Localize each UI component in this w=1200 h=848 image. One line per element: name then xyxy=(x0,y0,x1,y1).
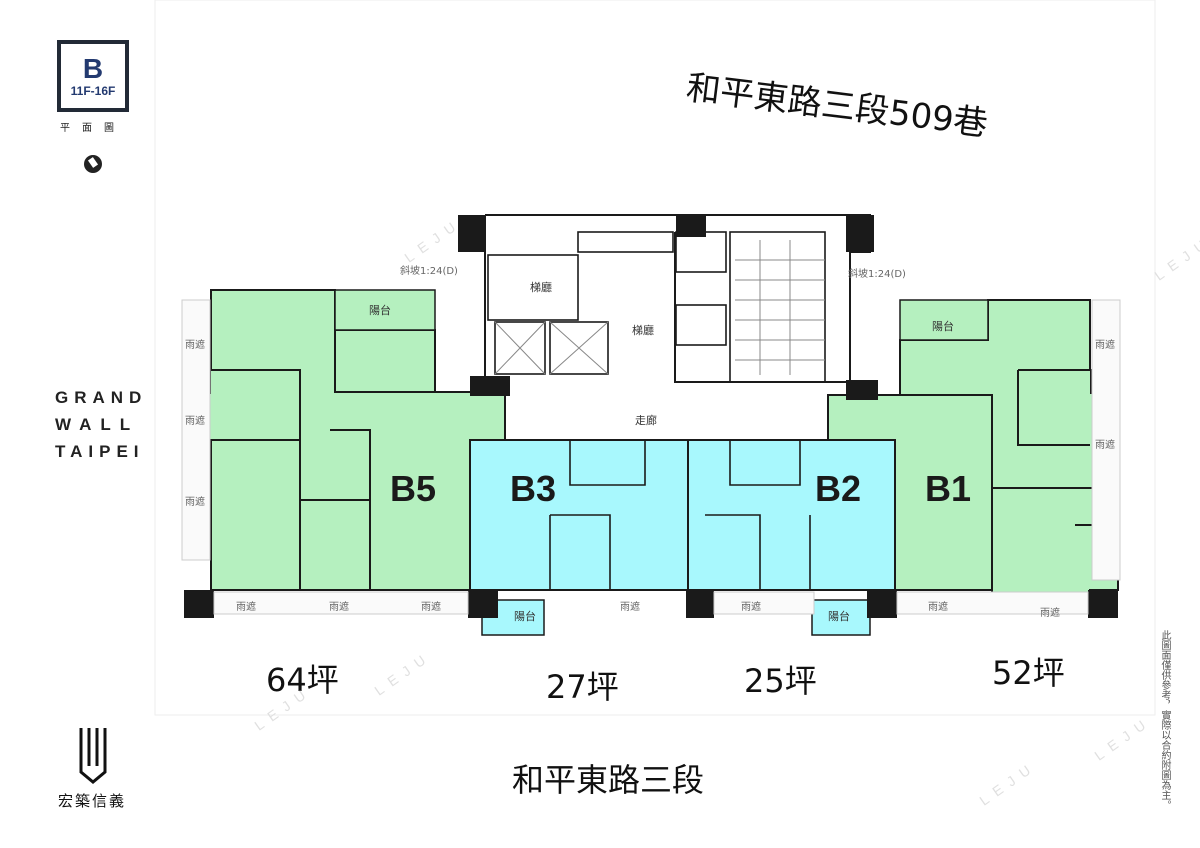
rain-shelter-label: 雨遮 xyxy=(1095,440,1115,451)
floor-badge: B 11F-16F xyxy=(57,40,129,112)
road-label: 和平東路三段 xyxy=(512,761,705,799)
unit-id-b1: B1 xyxy=(925,468,972,509)
unit-area-b3: 27坪 xyxy=(546,668,619,706)
badge-caption: 平面圖 xyxy=(60,123,126,134)
balcony-label-b1: 陽台 xyxy=(932,320,954,333)
unit-area-b5: 64坪 xyxy=(266,661,339,699)
elevator-hall-label-top: 梯廳 xyxy=(530,281,552,294)
unit-id-b3: B3 xyxy=(510,468,557,509)
rain-shelter-label: 雨遮 xyxy=(1095,340,1115,351)
elevator-hall-label-mid: 梯廳 xyxy=(632,324,654,337)
north-arrow-icon xyxy=(84,155,102,173)
corridor-label: 走廊 xyxy=(635,414,657,427)
brand-line-1: GRAND xyxy=(55,388,148,407)
balcony-label-b3: 陽台 xyxy=(514,610,536,623)
ramp-label-left: 斜坡1:24(D) xyxy=(400,266,458,277)
rain-shelter-label: 雨遮 xyxy=(185,416,205,427)
badge-floors: 11F-16F xyxy=(70,84,116,98)
unit-b3-area xyxy=(469,439,689,636)
rain-shelter-label: 雨遮 xyxy=(329,602,349,613)
balcony-label-b2: 陽台 xyxy=(828,610,850,623)
rain-shelter-label: 雨遮 xyxy=(185,497,205,508)
brand-line-2: WALL xyxy=(55,415,140,434)
ramp-label-right: 斜坡1:24(D) xyxy=(848,269,906,280)
unit-area-b1: 52坪 xyxy=(992,654,1065,692)
company-name: 宏築信義 xyxy=(58,792,127,810)
rain-shelter-label: 雨遮 xyxy=(185,340,205,351)
rain-shelter-label: 雨遮 xyxy=(421,602,441,613)
badge-letter: B xyxy=(82,53,104,84)
company-logo-icon xyxy=(79,728,107,784)
rain-shelter-label: 雨遮 xyxy=(236,602,256,613)
unit-id-b5: B5 xyxy=(390,468,437,509)
rain-shelter-label: 雨遮 xyxy=(741,602,761,613)
rain-shelter-label: 雨遮 xyxy=(1040,608,1060,619)
rain-shelter-label: 雨遮 xyxy=(620,602,640,613)
brand-logo-text: GRAND WALL TAIPEI xyxy=(55,384,147,465)
brand-line-3: TAIPEI xyxy=(55,442,145,461)
balcony-label-b5: 陽台 xyxy=(369,304,391,317)
unit-area-b2: 25坪 xyxy=(744,662,817,700)
unit-id-b2: B2 xyxy=(815,468,862,509)
disclaimer-text: 此圖面僅供參考，實際以合約附圖為主。 xyxy=(1159,630,1170,810)
rain-shelter-label: 雨遮 xyxy=(928,602,948,613)
